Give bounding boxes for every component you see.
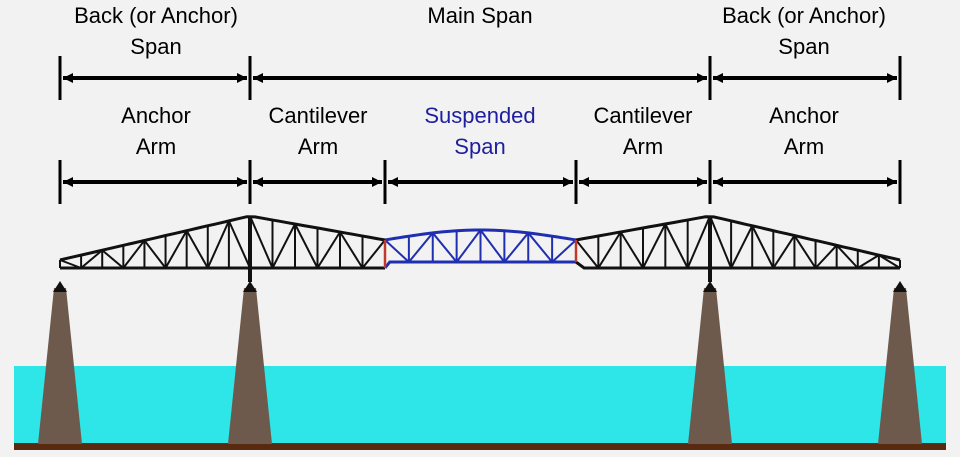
diagonal-right-anchor-arm: [772, 235, 796, 269]
diagonal-left-anchor-arm: [227, 220, 251, 269]
diagonal-left-anchor-arm: [80, 249, 103, 269]
bearing-2: [243, 281, 257, 292]
label-anchor-arm-right-line2: Arm: [783, 134, 825, 159]
diagonal-suspended: [551, 239, 577, 263]
diagonal-left-cantilever-arm: [316, 231, 341, 269]
piers: [38, 281, 922, 444]
diagonal-left-anchor-arm: [143, 239, 167, 269]
diagonal-left-cantilever-arm: [361, 239, 386, 269]
diagonal-left-anchor-arm: [185, 230, 209, 269]
pier-1: [38, 288, 82, 444]
diagonal-right-anchor-arm: [814, 244, 838, 269]
diagonal-suspended: [431, 232, 458, 263]
bottom-chord-suspended-span: [383, 260, 576, 269]
label-suspended-span: Suspended Span: [400, 100, 560, 162]
dimension-arrows: [58, 56, 902, 204]
diagonal-left-cantilever-arm: [294, 223, 319, 269]
label-anchor-arm-left: Anchor Arm: [76, 100, 236, 162]
diagonal-suspended: [479, 229, 506, 263]
bridge-truss: [59, 215, 901, 282]
pier-4: [878, 288, 922, 444]
diagonal-suspended: [408, 232, 434, 263]
diagonal-left-anchor-arm: [59, 259, 82, 269]
label-anchor-arm-right: Anchor Arm: [724, 100, 884, 162]
top-chord-left-cantilever: [59, 215, 386, 262]
diagonal-right-cantilever-arm: [597, 231, 622, 269]
bearing-3: [703, 281, 717, 292]
diagonal-right-anchor-arm: [751, 225, 775, 269]
diagonal-left-anchor-arm: [164, 230, 188, 269]
diagonal-right-anchor-arm: [793, 235, 817, 269]
label-suspended-span-line2: Span: [454, 134, 506, 159]
diagonal-left-anchor-arm: [101, 249, 124, 269]
label-cantilever-arm-right-line2: Arm: [622, 134, 664, 159]
diagonal-right-cantilever-arm: [664, 223, 689, 269]
label-main-span-text: Main Span: [427, 3, 533, 28]
label-cantilever-arm-left-line1: Cantilever: [268, 103, 368, 128]
label-cantilever-arm-left-line2: Arm: [297, 134, 339, 159]
label-cantilever-arm-right: Cantilever Arm: [563, 100, 723, 162]
top-chord-right-cantilever: [575, 215, 901, 262]
bearing-1: [53, 281, 67, 292]
bottom-chord-right-cantilever: [575, 260, 900, 270]
diagonal-left-anchor-arm: [206, 220, 230, 269]
diagonal-right-anchor-arm: [835, 244, 859, 269]
diagonal-right-anchor-arm: [878, 254, 901, 269]
bearing-4: [893, 281, 907, 292]
label-back-span-right: Back (or Anchor) Span: [704, 0, 904, 62]
label-cantilever-arm-right-line1: Cantilever: [593, 103, 693, 128]
diagonal-suspended: [503, 232, 530, 263]
label-back-span-right-line1: Back (or Anchor): [722, 3, 886, 28]
diagonal-right-cantilever-arm: [575, 239, 600, 269]
diagonal-right-anchor-arm: [730, 225, 754, 269]
pier-2: [228, 288, 272, 444]
diagonal-right-anchor-arm: [709, 215, 733, 269]
pier-3: [688, 288, 732, 444]
diagonal-suspended: [455, 229, 482, 263]
diagonal-suspended: [527, 232, 553, 263]
water: [14, 366, 946, 445]
label-anchor-arm-left-line2: Arm: [135, 134, 177, 159]
label-back-span-left-line2: Span: [130, 34, 182, 59]
diagonal-right-cantilever-arm: [619, 231, 644, 269]
label-main-span: Main Span: [380, 0, 580, 31]
diagonal-right-cantilever-arm: [686, 215, 711, 269]
diagonal-right-anchor-arm: [857, 254, 880, 269]
diagonal-left-cantilever-arm: [249, 215, 274, 269]
label-anchor-arm-right-line1: Anchor: [769, 103, 839, 128]
diagonal-right-cantilever-arm: [642, 223, 667, 269]
diagonal-suspended: [384, 239, 410, 263]
label-back-span-right-line2: Span: [778, 34, 830, 59]
label-back-span-left: Back (or Anchor) Span: [56, 0, 256, 62]
diagonal-left-cantilever-arm: [271, 223, 296, 269]
label-anchor-arm-left-line1: Anchor: [121, 103, 191, 128]
ground-line: [14, 443, 946, 450]
diagonal-left-cantilever-arm: [339, 231, 364, 269]
label-back-span-left-line1: Back (or Anchor): [74, 3, 238, 28]
label-suspended-span-line1: Suspended: [424, 103, 536, 128]
label-cantilever-arm-left: Cantilever Arm: [238, 100, 398, 162]
diagonal-left-anchor-arm: [122, 239, 146, 269]
